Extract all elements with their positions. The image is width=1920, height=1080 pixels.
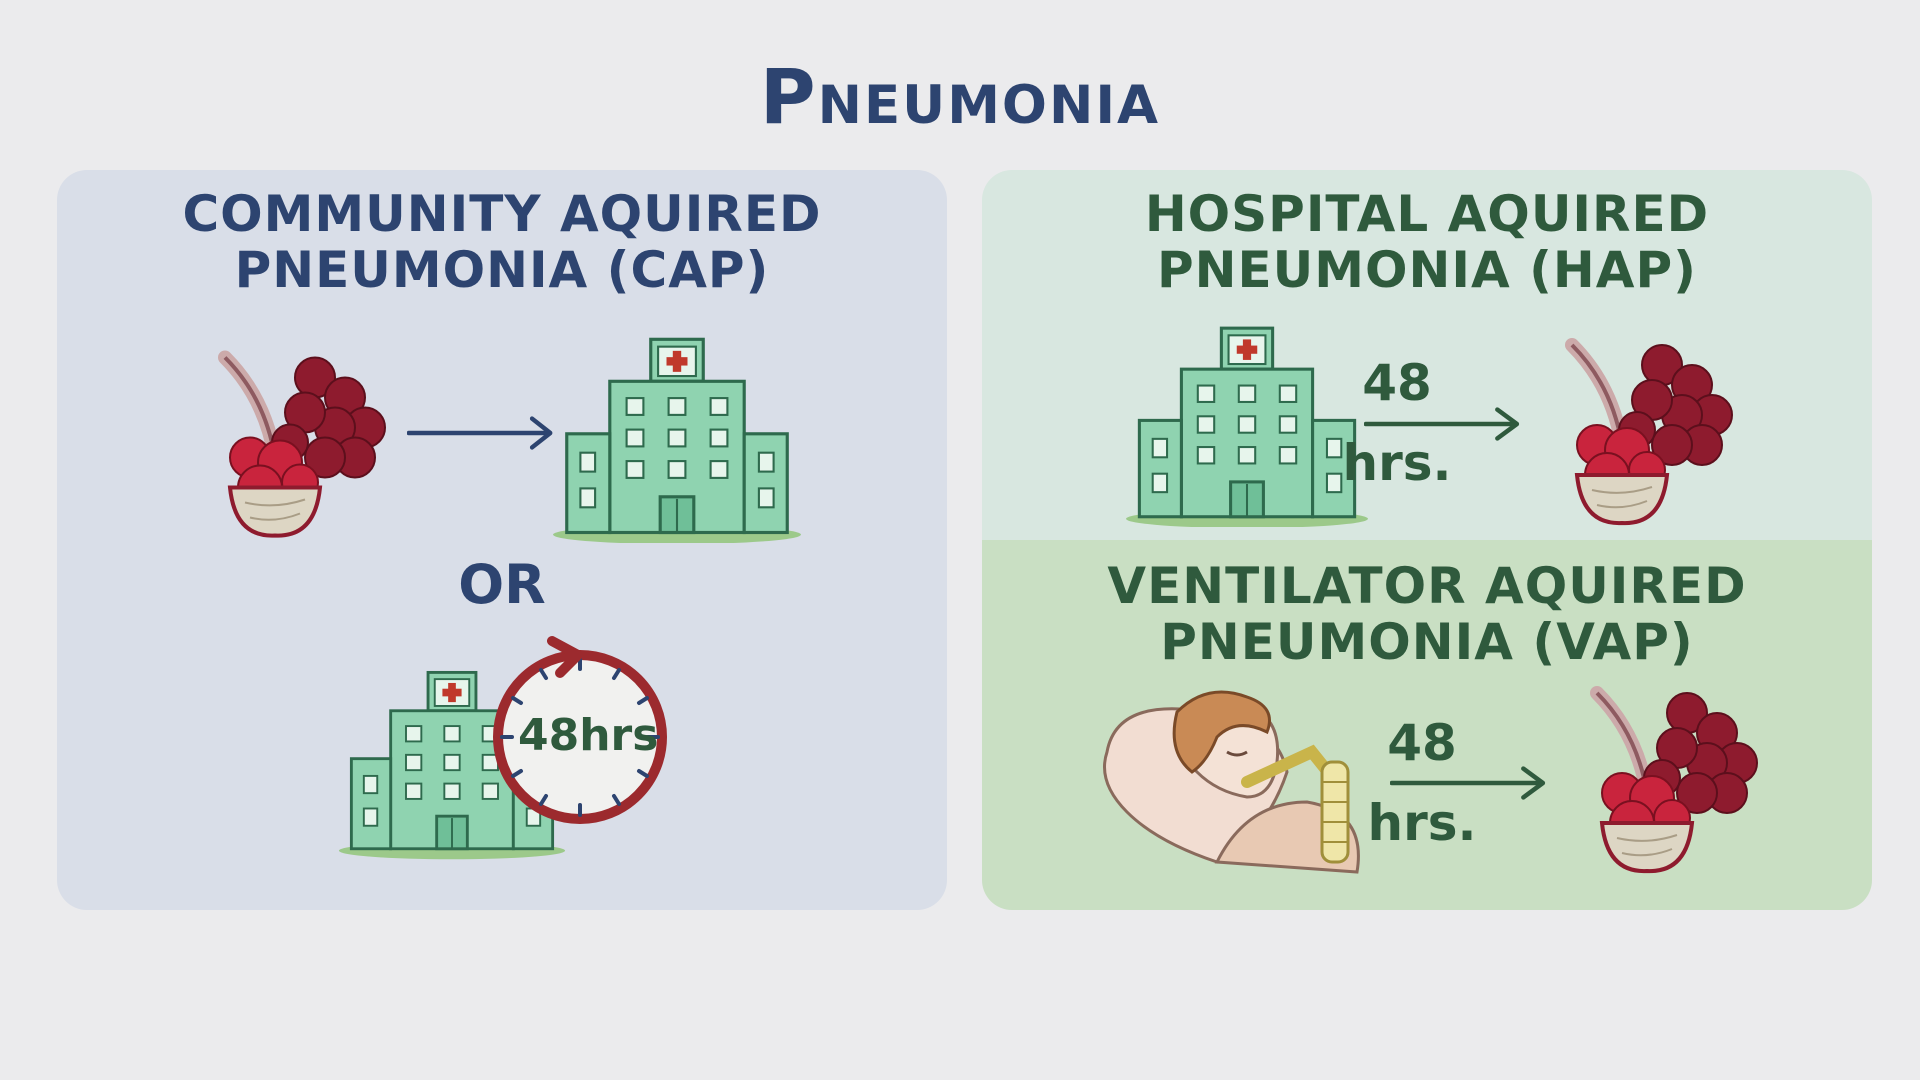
vap-time-unit: hrs. [1367, 794, 1477, 852]
vap-heading-line2: PNEUMONIA (VAP) [1160, 613, 1694, 671]
vap-heading-line1: VENTILATOR AQUIRED [1107, 557, 1747, 615]
alveoli-icon [215, 335, 395, 540]
arrow-icon [1390, 765, 1550, 801]
arrow-icon [1364, 406, 1524, 442]
vap-section: VENTILATOR AQUIRED PNEUMONIA (VAP) 48 hr… [982, 540, 1872, 910]
arrow-icon [407, 415, 557, 451]
cap-heading-line2: PNEUMONIA (CAP) [234, 241, 770, 299]
ventilated-patient-icon [1103, 690, 1360, 874]
hap-heading-line1: HOSPITAL AQUIRED [1144, 185, 1710, 243]
hap-section: HOSPITAL AQUIRED PNEUMONIA (HAP) 48 hrs. [982, 170, 1872, 540]
hap-time-value: 48 [1362, 354, 1432, 412]
or-label: OR [458, 553, 546, 616]
vap-heading: VENTILATOR AQUIRED PNEUMONIA (VAP) [982, 558, 1872, 670]
cap-panel: COMMUNITY AQUIRED PNEUMONIA (CAP) OR 48h… [57, 170, 947, 910]
hap-time: 48 hrs. [1322, 350, 1472, 496]
right-panel: HOSPITAL AQUIRED PNEUMONIA (HAP) 48 hrs.… [982, 170, 1872, 910]
page-title: Pneumonia [759, 52, 1161, 141]
cap-heading: COMMUNITY AQUIRED PNEUMONIA (CAP) [57, 186, 947, 298]
hospital-icon [547, 333, 807, 543]
alveoli-icon [1587, 668, 1767, 878]
hap-heading-line2: PNEUMONIA (HAP) [1157, 241, 1697, 299]
vap-time-value: 48 [1387, 714, 1457, 772]
clock-label: 48hrs [518, 710, 659, 761]
vap-time: 48 hrs. [1347, 710, 1497, 856]
cap-heading-line1: COMMUNITY AQUIRED [182, 185, 822, 243]
hap-time-unit: hrs. [1342, 434, 1452, 492]
clock-icon [493, 636, 667, 824]
hap-heading: HOSPITAL AQUIRED PNEUMONIA (HAP) [982, 186, 1872, 298]
alveoli-icon [1562, 320, 1742, 530]
